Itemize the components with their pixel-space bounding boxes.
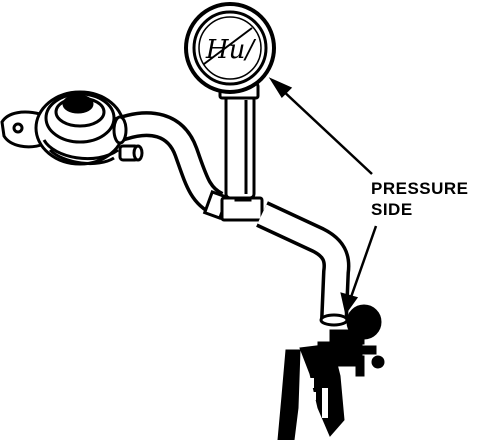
callout-leaders <box>268 77 378 316</box>
leader-to-gauge <box>279 87 373 175</box>
gauge-dial-marking: Hu/ <box>205 35 256 65</box>
outlet-hose <box>256 201 351 327</box>
leader-to-gauge-arrowhead <box>268 77 293 98</box>
gauge-hose <box>218 82 260 200</box>
leader-to-hose <box>348 225 378 301</box>
pressure-gauge: Hu/ <box>184 2 276 94</box>
inlet-hose <box>112 111 230 220</box>
pressure-side-label: PRESSURE SIDE <box>371 179 469 219</box>
leader-to-hose-arrowhead <box>340 292 359 316</box>
regulator-valve <box>277 304 385 441</box>
pump-assembly <box>0 90 144 166</box>
